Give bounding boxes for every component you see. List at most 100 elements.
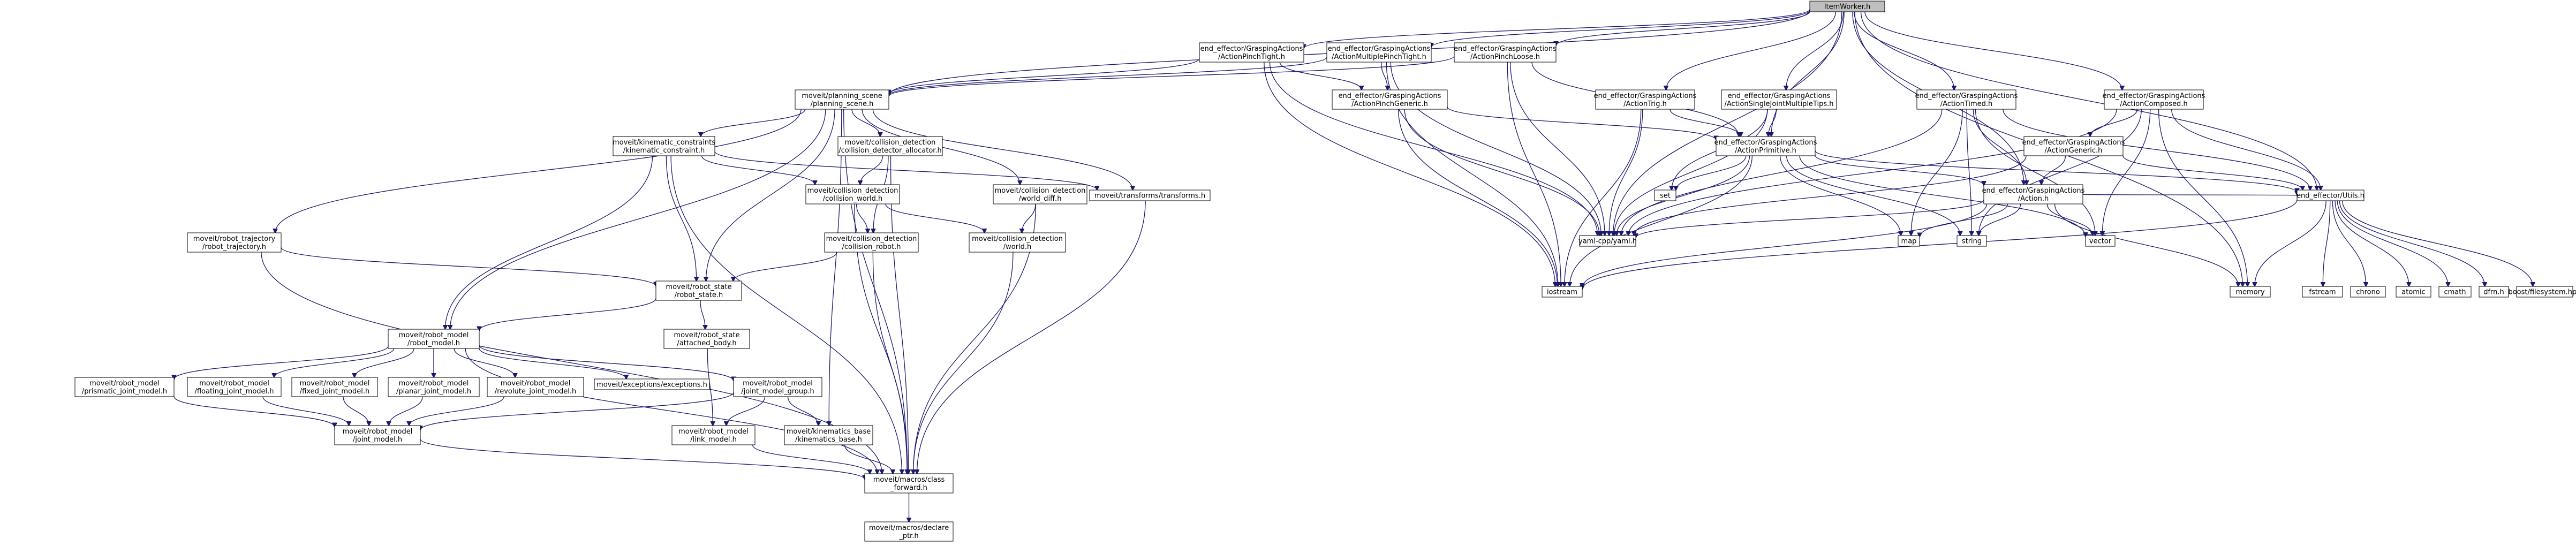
edge-floating-to-jointModel bbox=[262, 396, 349, 426]
edge-robotModel-to-prismatic bbox=[174, 346, 389, 379]
node-string: string bbox=[1956, 235, 1987, 247]
node-root-box bbox=[1809, 1, 1885, 12]
node-attachedBody-box bbox=[663, 329, 750, 349]
edge-primitive-to-vector bbox=[1799, 155, 2086, 237]
edge-planScene-to-robotTraj bbox=[275, 109, 802, 233]
node-composed[interactable]: end_effector/GraspingActions/ActionCompo… bbox=[2103, 89, 2205, 110]
node-vector: vector bbox=[2085, 235, 2116, 247]
node-memory-box bbox=[2230, 286, 2271, 298]
node-fixed[interactable]: moveit/robot_model/fixed_joint_model.h bbox=[291, 377, 378, 397]
edge-layer bbox=[174, 9, 2533, 522]
node-attachedBody[interactable]: moveit/robot_state/attached_body.h bbox=[663, 329, 750, 349]
node-collWorld[interactable]: moveit/collision_detection/collision_wor… bbox=[805, 184, 900, 204]
node-planScene[interactable]: moveit/planning_scene/planning_scene.h bbox=[795, 89, 889, 110]
node-memory: memory bbox=[2230, 286, 2271, 298]
node-transforms[interactable]: moveit/transforms/transforms.h bbox=[1089, 189, 1211, 201]
node-dfrn-label-0: dfrn.h bbox=[2483, 289, 2504, 297]
node-robotState-label-1: /robot_state.h bbox=[675, 291, 723, 299]
node-planar[interactable]: moveit/robot_model/planar_joint_model.h bbox=[388, 377, 480, 397]
edge-kinConstr-to-collWorld bbox=[701, 155, 815, 185]
node-attachedBody-label-1: /attached_body.h bbox=[677, 339, 736, 347]
edge-composed-to-string bbox=[1978, 109, 2142, 236]
node-pinchLoose[interactable]: end_effector/GraspingActions/ActionPinch… bbox=[1454, 42, 1557, 63]
node-jointGroup[interactable]: moveit/robot_model/joint_model_group.h bbox=[733, 377, 822, 397]
node-robotModel-box bbox=[388, 329, 480, 349]
node-collDetAlloc[interactable]: moveit/collision_detection/collision_det… bbox=[837, 136, 943, 156]
node-prismatic[interactable]: moveit/robot_model/prismatic_joint_model… bbox=[74, 377, 175, 397]
node-action[interactable]: end_effector/GraspingActions/Action.h bbox=[1982, 184, 2085, 204]
node-primitive[interactable]: end_effector/GraspingActions/ActionPrimi… bbox=[1714, 136, 1817, 156]
node-world[interactable]: moveit/collision_detection/world.h bbox=[969, 232, 1066, 253]
node-pinchLoose-label-0: end_effector/GraspingActions bbox=[1454, 45, 1557, 53]
edge-primitive-to-map bbox=[1780, 155, 1901, 236]
node-floating[interactable]: moveit/robot_model/floating_joint_model.… bbox=[187, 377, 282, 397]
node-pinchTight[interactable]: end_effector/GraspingActions/ActionPinch… bbox=[1199, 42, 1304, 63]
node-floating-label-1: /floating_joint_model.h bbox=[194, 388, 274, 396]
node-primitive-box bbox=[1716, 136, 1816, 156]
node-declarePtr[interactable]: moveit/macros/declare_ptr.h bbox=[864, 521, 954, 542]
node-yaml[interactable]: yaml-cpp/yaml.h bbox=[1578, 235, 1637, 247]
edge-primitive-to-yaml bbox=[1616, 155, 1750, 236]
node-linkModel-label-0: moveit/robot_model bbox=[678, 428, 749, 436]
node-worldDiff[interactable]: moveit/collision_detection/world_diff.h bbox=[993, 184, 1087, 204]
node-collRobot-box bbox=[824, 232, 919, 253]
node-planar-label-0: moveit/robot_model bbox=[399, 380, 469, 388]
node-set-box bbox=[1654, 189, 1676, 201]
node-generic[interactable]: end_effector/GraspingActions/ActionGener… bbox=[2022, 136, 2125, 156]
edge-root-to-trig bbox=[1666, 11, 1836, 90]
node-worldDiff-box bbox=[993, 184, 1087, 204]
edge-utils-to-iostream bbox=[1582, 199, 2298, 289]
node-prismatic-label-0: moveit/robot_model bbox=[89, 380, 160, 388]
node-kinBase[interactable]: moveit/kinematics_base/kinematics_base.h bbox=[784, 425, 873, 445]
edge-kinConstr-to-robotState bbox=[666, 155, 696, 281]
node-linkModel[interactable]: moveit/robot_model/link_model.h bbox=[671, 425, 756, 445]
edge-pinchLoose-to-planScene bbox=[889, 56, 1455, 96]
edge-root-to-multiPinch bbox=[1431, 10, 1810, 48]
node-cmath-box bbox=[2438, 286, 2472, 298]
node-multiPinch[interactable]: end_effector/GraspingActions/ActionMulti… bbox=[1326, 42, 1432, 63]
node-singleJoint[interactable]: end_effector/GraspingActions/ActionSingl… bbox=[1721, 89, 1837, 110]
node-world-label-1: /world.h bbox=[1003, 243, 1032, 251]
node-robotTraj[interactable]: moveit/robot_trajectory/robot_trajectory… bbox=[187, 232, 282, 253]
edge-pinchTight-to-pinchGeneric bbox=[1279, 62, 1361, 90]
edge-action-to-utils bbox=[2082, 194, 2297, 195]
node-singleJoint-label-1: /ActionSingleJointMultipleTips.h bbox=[1725, 100, 1834, 108]
edge-planar-to-jointModel bbox=[389, 396, 423, 426]
node-trig[interactable]: end_effector/GraspingActions/ActionTrig.… bbox=[1594, 89, 1697, 110]
node-jointModel-label-0: moveit/robot_model bbox=[343, 428, 413, 436]
node-root[interactable]: ItemWorker.h bbox=[1809, 1, 1885, 12]
node-worldDiff-label-1: /world_diff.h bbox=[1019, 195, 1062, 203]
node-planar-box bbox=[388, 377, 480, 397]
node-pinchGeneric-label-0: end_effector/GraspingActions bbox=[1339, 92, 1441, 100]
node-revolute[interactable]: moveit/robot_model/revolute_joint_model.… bbox=[487, 377, 584, 397]
node-pinchGeneric[interactable]: end_effector/GraspingActions/ActionPinch… bbox=[1332, 89, 1448, 110]
node-vector-box bbox=[2085, 235, 2116, 247]
node-timed-label-1: /ActionTimed.h bbox=[1940, 100, 1993, 108]
node-exceptions[interactable]: moveit/exceptions/exceptions.h bbox=[594, 378, 710, 390]
node-fixed-label-0: moveit/robot_model bbox=[300, 380, 370, 388]
node-utils[interactable]: end_effector/Utils.h bbox=[2297, 189, 2365, 201]
node-composed-box bbox=[2104, 89, 2204, 110]
node-kinConstr[interactable]: moveit/kinematic_constraints/kinematic_c… bbox=[613, 136, 715, 156]
node-generic-box bbox=[2023, 136, 2124, 156]
edge-prismatic-to-jointModel bbox=[173, 396, 335, 427]
edge-robotModel-to-jointGroup bbox=[479, 345, 734, 381]
node-collRobot[interactable]: moveit/collision_detection/collision_rob… bbox=[824, 232, 919, 253]
edge-kinConstr-to-robotModel bbox=[445, 155, 653, 329]
node-kinBase-label-1: /kinematics_base.h bbox=[795, 436, 862, 444]
node-classFwd[interactable]: moveit/macros/class_forward.h bbox=[864, 473, 954, 494]
node-atomic: atomic bbox=[2396, 286, 2431, 298]
edge-primitive-to-set bbox=[1676, 155, 1747, 190]
edge-root-to-primitive bbox=[1771, 11, 1845, 136]
node-timed[interactable]: end_effector/GraspingActions/ActionTimed… bbox=[1915, 89, 2018, 110]
node-robotState[interactable]: moveit/robot_state/robot_state.h bbox=[655, 280, 742, 301]
node-set-label-0: set bbox=[1660, 192, 1671, 200]
node-collRobot-label-0: moveit/collision_detection bbox=[826, 235, 917, 243]
node-jointModel[interactable]: moveit/robot_model/joint_model.h bbox=[334, 425, 421, 445]
node-robotModel[interactable]: moveit/robot_model/robot_model.h bbox=[388, 329, 480, 349]
edge-jointGroup-to-linkModel bbox=[727, 396, 766, 426]
edge-jointModel-to-classFwd bbox=[420, 438, 865, 479]
node-collRobot-label-1: /collision_robot.h bbox=[842, 243, 901, 251]
node-robotModel-label-1: /robot_model.h bbox=[407, 339, 460, 347]
